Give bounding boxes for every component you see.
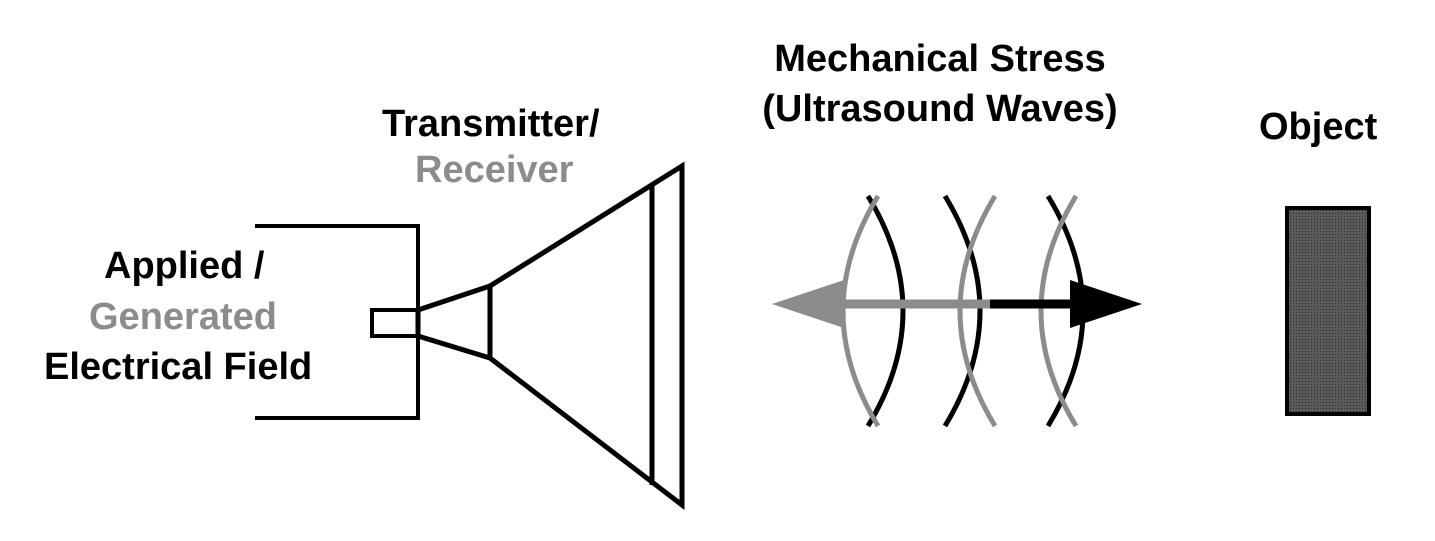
field-label-applied: Applied / (104, 245, 265, 287)
horn-neck (415, 282, 493, 362)
transducer-connector (370, 308, 420, 338)
object-block (1285, 206, 1371, 416)
field-label-electrical-field: Electrical Field (44, 346, 313, 388)
wavefront-gray-1 (840, 194, 881, 428)
echo-arrowhead (772, 280, 844, 328)
propagation-arrows (772, 280, 1142, 328)
transducer-horn (415, 161, 685, 511)
object-label: Object (1259, 106, 1378, 148)
wavefront-black-2 (942, 194, 983, 428)
wavefront-gray-3 (1038, 194, 1079, 428)
lower-lead-wire (255, 336, 420, 420)
transducer-label-transmitter: Transmitter/ (382, 103, 600, 145)
wavefront-black-1 (865, 194, 906, 428)
upper-lead-wire (255, 224, 420, 310)
horn-body (487, 161, 685, 511)
waves-label-ultrasound-waves: (Ultrasound Waves) (762, 88, 1118, 130)
wavefront-gray-2 (957, 194, 998, 428)
field-label-generated: Generated (89, 296, 277, 338)
ultrasound-waves (840, 194, 1086, 428)
waves-label-mechanical-stress: Mechanical Stress (774, 38, 1106, 80)
electrical-leads (255, 224, 420, 420)
forward-arrowhead (1070, 280, 1142, 328)
transducer-label-receiver: Receiver (415, 149, 574, 191)
